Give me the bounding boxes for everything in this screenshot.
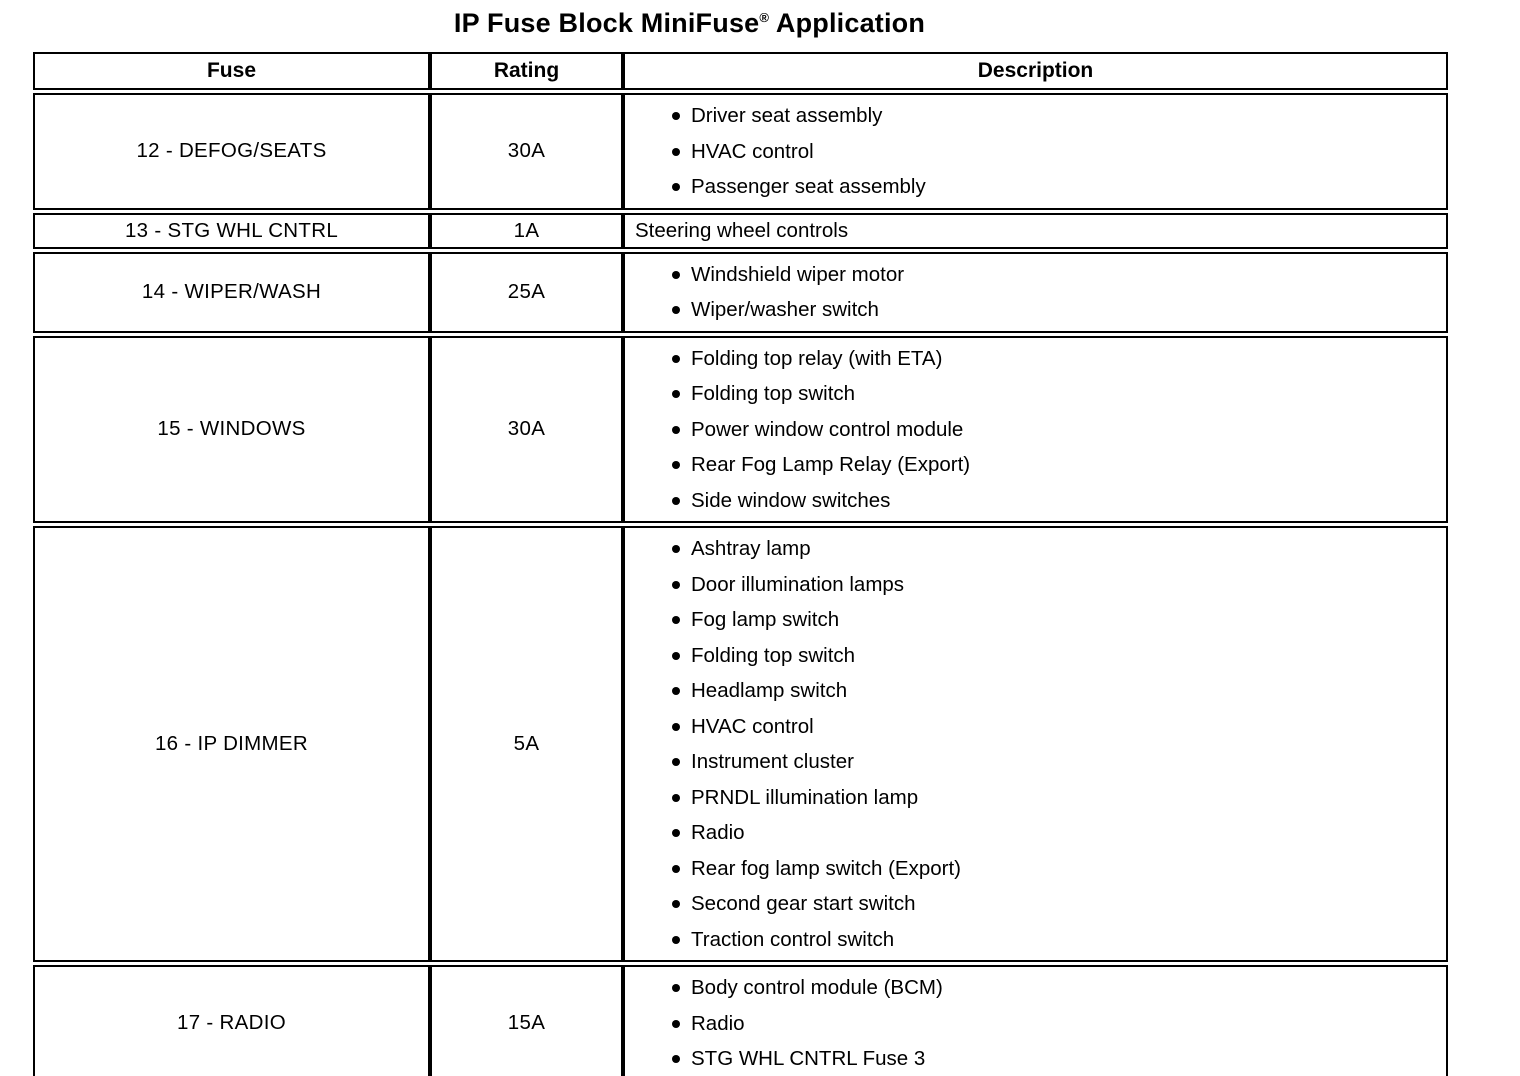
description-item: Ashtray lamp [625, 531, 1446, 567]
description-item: Instrument cluster [625, 744, 1446, 780]
description-item: Headlamp switch [625, 673, 1446, 709]
description-item: Rear fog lamp switch (Export) [625, 851, 1446, 887]
description-item: Body control module (BCM) [625, 970, 1446, 1006]
header-row: Fuse Rating Description [33, 52, 1448, 90]
page-title-tail: Application [769, 8, 926, 38]
rating-cell: 15A [430, 965, 623, 1076]
column-header-rating: Rating [430, 52, 623, 90]
rating-cell: 30A [430, 335, 623, 523]
fuse-cell: 16 - IP DIMMER [33, 526, 430, 962]
description-list: Folding top relay (with ETA)Folding top … [625, 338, 1446, 522]
description-item: Door illumination lamps [625, 567, 1446, 603]
column-header-description: Description [623, 52, 1448, 90]
description-item: HVAC control [625, 134, 1446, 170]
rating-cell: 25A [430, 251, 623, 333]
page-title-main: IP Fuse Block MiniFuse [453, 8, 760, 38]
description-item: HVAC control [625, 709, 1446, 745]
description-item: Wiper/washer switch [625, 292, 1446, 328]
description-item: Radio [625, 815, 1446, 851]
registered-trademark-symbol: ® [759, 10, 770, 25]
description-item: Power window control module [625, 412, 1446, 448]
description-item: Driver seat assembly [625, 98, 1446, 134]
fuse-cell: 14 - WIPER/WASH [33, 251, 430, 333]
rating-cell: 5A [430, 526, 623, 962]
description-cell: Steering wheel controls [623, 212, 1448, 249]
description-cell: Folding top relay (with ETA)Folding top … [623, 335, 1448, 523]
rating-cell: 1A [430, 212, 623, 249]
description-item: Traction control switch [625, 922, 1446, 958]
page-title: IP Fuse Block MiniFuse® Application [0, 8, 1397, 39]
fuse-table-header: Fuse Rating Description [33, 52, 1448, 90]
description-item: PRNDL illumination lamp [625, 780, 1446, 816]
description-text: Steering wheel controls [635, 218, 849, 242]
description-item: Rear Fog Lamp Relay (Export) [625, 447, 1446, 483]
description-item: Passenger seat assembly [625, 169, 1446, 205]
description-item: Fog lamp switch [625, 602, 1446, 638]
description-item: Folding top switch [625, 376, 1446, 412]
description-item: Side window switches [625, 483, 1446, 519]
fuse-cell: 12 - DEFOG/SEATS [33, 93, 430, 210]
rating-cell: 30A [430, 93, 623, 210]
description-item: STG WHL CNTRL Fuse 3 [625, 1041, 1446, 1076]
description-item: Folding top relay (with ETA) [625, 341, 1446, 377]
fuse-cell: 15 - WINDOWS [33, 335, 430, 523]
description-item: Radio [625, 1006, 1446, 1042]
fuse-cell: 13 - STG WHL CNTRL [33, 212, 430, 249]
description-item: Second gear start switch [625, 886, 1446, 922]
description-item: Windshield wiper motor [625, 257, 1446, 293]
fuse-table: Fuse Rating Description 12 - DEFOG/SEATS… [33, 49, 1448, 1076]
description-item: Folding top switch [625, 638, 1446, 674]
fuse-cell: 17 - RADIO [33, 965, 430, 1076]
column-header-fuse: Fuse [33, 52, 430, 90]
